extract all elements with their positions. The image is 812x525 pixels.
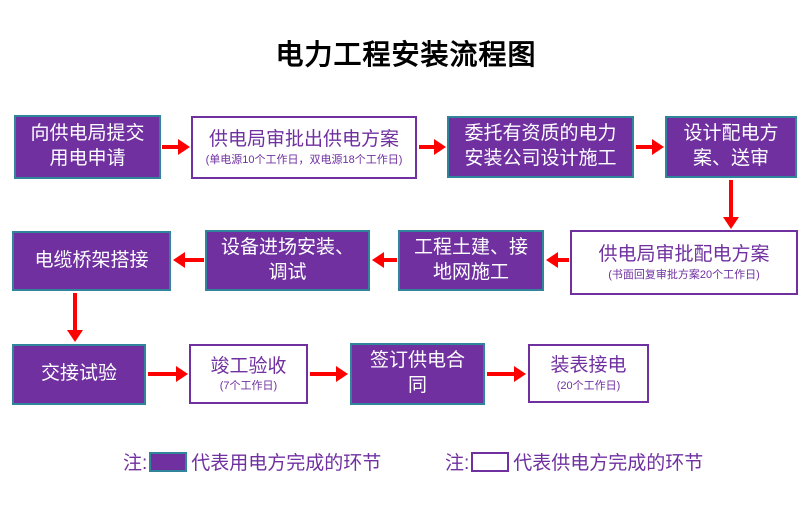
flow-node-subtitle: (书面回复审批方案20个工作日) (608, 268, 760, 281)
flow-node-subtitle: (7个工作日) (219, 380, 278, 393)
flow-node-title: 供电局审批配电方案 (598, 244, 770, 266)
arrow-down-icon (67, 293, 83, 342)
arrow-right-icon (162, 139, 190, 155)
arrow-right-icon (148, 366, 188, 382)
flow-node-title: 竣工验收 (210, 355, 287, 377)
flow-node-title: 委托有资质的电力 安装公司设计施工 (464, 123, 617, 169)
legend-text: 代表供电方完成的环节 (513, 453, 704, 474)
flow-node-title: 电缆桥架搭接 (34, 249, 149, 271)
flow-node-title: 装表接电 (550, 355, 627, 377)
flow-node-title: 设计配电方 案、送审 (683, 123, 779, 169)
flow-node-title: 交接试验 (40, 363, 117, 385)
flow-node-title: 供电局审批出供电方案 (208, 129, 399, 151)
flow-node-civil-works-grounding: 工程土建、接 地网施工 (398, 230, 544, 291)
legend-user-steps: 注: 代表用电方完成的环节 (123, 448, 381, 475)
flow-node-subtitle: (单电源10个工作日，双电源18个工作日) (205, 153, 403, 166)
flow-node-title: 工程土建、接 地网施工 (413, 236, 528, 283)
flow-node-completion-acceptance: 竣工验收 (7个工作日) (189, 344, 308, 404)
flow-node-meter-connection: 装表接电 (20个工作日) (528, 344, 649, 403)
legend-white-swatch-icon (471, 451, 510, 472)
flow-node-subtitle: (20个工作日) (556, 379, 621, 392)
flow-node-handover-test: 交接试验 (12, 344, 146, 405)
legend-text: 代表用电方完成的环节 (191, 453, 382, 474)
legend-note-label: 注: (123, 453, 148, 474)
arrow-left-icon (546, 252, 569, 268)
flow-node-entrust-qualified-company: 委托有资质的电力 安装公司设计施工 (447, 116, 634, 178)
arrow-right-icon (419, 139, 446, 155)
flow-node-title: 设备进场安装、 调试 (220, 236, 354, 283)
flow-node-apply-electricity: 向供电局提交 用电申请 (14, 115, 161, 179)
flow-node-bureau-approve-distribution-plan: 供电局审批配电方案 (书面回复审批方案20个工作日) (570, 230, 798, 295)
flow-node-design-distribution-plan: 设计配电方 案、送审 (665, 116, 797, 178)
flow-node-sign-supply-contract: 签订供电合 同 (350, 343, 485, 405)
flow-node-cable-tray: 电缆桥架搭接 (12, 231, 171, 291)
flow-node-title: 向供电局提交 用电申请 (30, 123, 145, 169)
flow-node-bureau-approve-supply-plan: 供电局审批出供电方案 (单电源10个工作日，双电源18个工作日) (191, 116, 417, 179)
arrow-right-icon (487, 366, 526, 382)
flow-node-equipment-install-debug: 设备进场安装、 调试 (205, 230, 370, 291)
legend-supplier-steps: 注: 代表供电方完成的环节 (445, 448, 703, 475)
legend-purple-swatch-icon (149, 451, 188, 472)
legend-note-label: 注: (445, 453, 470, 474)
page-title: 电力工程安装流程图 (275, 39, 537, 70)
flow-node-title: 签订供电合 同 (369, 350, 465, 396)
arrow-down-icon (723, 180, 739, 229)
arrow-left-icon (173, 252, 204, 268)
arrow-right-icon (636, 139, 664, 155)
arrow-right-icon (310, 366, 348, 382)
arrow-left-icon (372, 252, 397, 268)
